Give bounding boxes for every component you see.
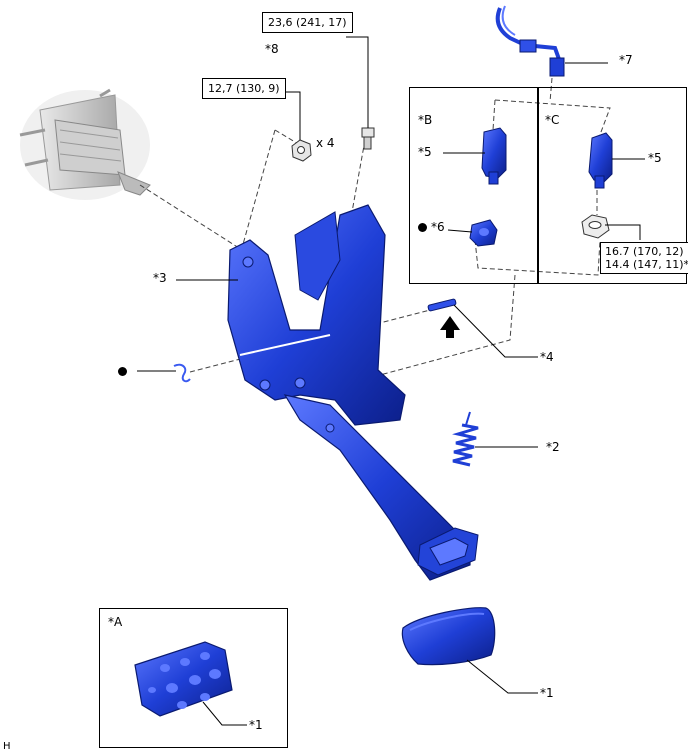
pedal-assembly xyxy=(227,204,479,581)
label-3: *3 xyxy=(153,271,167,285)
label-1-main: *1 xyxy=(540,686,554,700)
wire-harness xyxy=(495,5,565,77)
label-6: *6 xyxy=(418,220,445,234)
filled-dot-icon xyxy=(118,367,127,376)
brake-booster xyxy=(19,88,151,200)
label-8: *8 xyxy=(265,42,279,56)
clip xyxy=(173,363,191,383)
detail-frame-a xyxy=(99,608,288,748)
label-5-b: *5 xyxy=(418,145,432,159)
label-2: *2 xyxy=(546,440,560,454)
mounting-nut xyxy=(291,139,312,162)
torque-box-bolt: 23,6 (241, 17) xyxy=(262,12,353,33)
label-clip-dot xyxy=(118,364,131,378)
label-b: *B xyxy=(418,113,433,127)
label-1-a: *1 xyxy=(249,718,263,732)
torque-value-2: 14.4 (147, 11)* xyxy=(605,258,688,271)
label-4: *4 xyxy=(540,350,554,364)
torque-box-nut: 12,7 (130, 9) xyxy=(202,78,286,99)
bolt xyxy=(361,127,375,150)
stop-light-switch-b xyxy=(481,127,507,185)
label-x4: x 4 xyxy=(316,136,335,150)
filled-dot-icon xyxy=(418,223,427,232)
torque-box-lock-nut: 16.7 (170, 12) 14.4 (147, 11)* xyxy=(600,242,688,274)
corner-code: H xyxy=(3,741,11,752)
torque-value-1: 16.7 (170, 12) xyxy=(605,245,684,258)
label-6-text: *6 xyxy=(431,220,445,234)
cushion xyxy=(469,219,498,247)
pin xyxy=(427,298,460,338)
stop-light-switch-c xyxy=(588,132,613,189)
return-spring xyxy=(452,411,479,467)
lock-nut xyxy=(581,214,610,239)
label-5-c: *5 xyxy=(648,151,662,165)
label-a: *A xyxy=(108,615,123,629)
label-7: *7 xyxy=(619,53,633,67)
pedal-pad-studded xyxy=(134,641,233,717)
detail-frame-b xyxy=(409,87,539,284)
detail-frame-c xyxy=(537,87,687,284)
label-c: *C xyxy=(545,113,560,127)
pedal-pad xyxy=(401,607,496,666)
